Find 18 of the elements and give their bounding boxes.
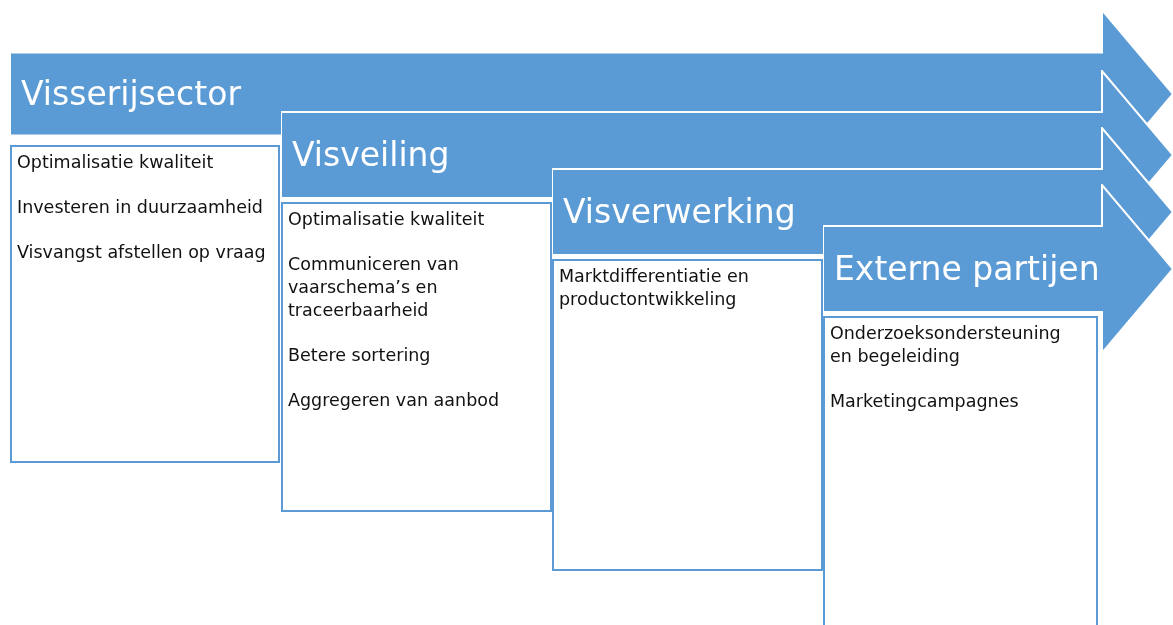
list-item: Betere sortering <box>288 344 431 367</box>
list-item: Optimalisatie kwaliteit <box>17 151 214 174</box>
list-item: Optimalisatie kwaliteit <box>288 208 485 231</box>
text-panel <box>823 316 1098 625</box>
list-item: Communiceren van vaarschema’s en traceerbaarheid <box>288 253 460 322</box>
banner-title: Externe partijen <box>834 249 1100 288</box>
list-item: Marktdifferentiatie en productontwikkeling <box>559 265 750 311</box>
text-panel <box>10 145 280 463</box>
list-item: Onderzoeksondersteuning en begeleiding <box>830 322 1062 368</box>
list-item: Aggregeren van aanbod <box>288 389 500 412</box>
banner-title: Visverwerking <box>563 192 796 231</box>
text-panel <box>281 202 552 512</box>
list-item: Investeren in duurzaamheid <box>17 196 263 219</box>
text-panel <box>552 259 823 571</box>
banner-title: Visserijsector <box>21 73 241 113</box>
banner-title: Visveiling <box>292 135 450 174</box>
list-item: Visvangst afstellen op vraag <box>17 241 266 264</box>
list-item: Marketingcampagnes <box>830 390 1019 413</box>
